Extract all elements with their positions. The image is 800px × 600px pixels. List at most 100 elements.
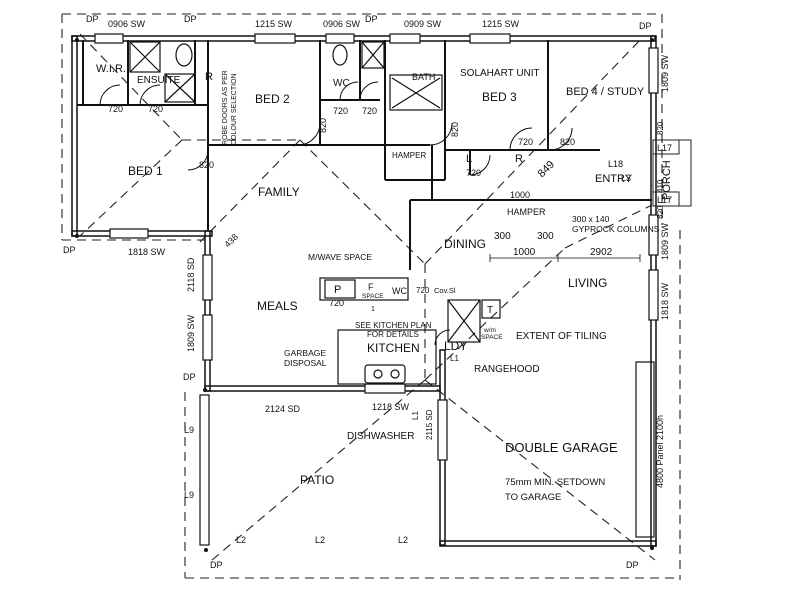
label-gyprock-1: 300 x 140 [572,214,610,224]
marker-l17-a: L17 [657,143,672,153]
door-820-d: 820 [560,137,575,147]
dim-2902: 2902 [590,247,613,258]
label-bath: BATH [412,72,435,82]
label-rangehood: RANGEHOOD [474,364,540,375]
wincode-patio-door: 2124 SD [265,404,301,414]
label-double-garage: DOUBLE GARAGE [505,440,618,455]
label-garbage-2: DISPOSAL [284,358,327,368]
door-849: 849 [536,159,557,180]
label-hamper-upper: HAMPER [392,151,426,160]
marker-l9-a: L9 [184,425,194,435]
label-wm-1: w/m [483,327,496,334]
room-labels: W.I.R. ENSUITE R BED 2 ROBE DOORS AS PER… [96,63,673,503]
label-wc-kitchen: WC [392,286,407,296]
label-dishwasher: DISHWASHER [347,431,414,442]
marker-l1-a: L1 [450,354,459,363]
label-pantry: P [334,284,341,296]
marker-dp-tr: DP [639,21,652,31]
label-family: FAMILY [258,185,300,199]
door-720-b: 720 [148,104,163,114]
marker-dp-top: DP [365,14,378,24]
label-wm-2: SPACE [481,334,503,341]
wincode-garage-door: 4800 Panel 2100h [655,415,665,488]
marker-dp-tl: DP [86,14,99,24]
label-entry: ENTRY [595,173,633,185]
label-ensuite: ENSUITE [137,75,181,86]
label-fridge-f: F [368,282,374,292]
door-820-a: 820 [199,160,214,170]
label-trough: T [487,305,493,316]
label-robe-l: L [466,153,472,165]
label-porch: PORCH [661,160,673,200]
marker-num-1: 1 [371,306,375,313]
label-dining: DINING [444,237,486,251]
wincode-top-4: 0909 SW [404,19,442,29]
fixtures [129,41,501,385]
label-robe-r2: R [515,153,523,165]
door-720-e: 720 [518,137,533,147]
wincode-bed1: 1818 SW [128,247,166,257]
label-gyprock-2: GYPROCK COLUMNS [572,224,660,234]
label-extent-tiling: EXTENT OF TILING [516,331,607,342]
roof-hip-lines [61,13,681,580]
dining-dimension-line [489,254,641,262]
door-820-f: 820 [656,205,665,219]
dim-300-a: 300 [494,231,511,242]
door-720-f: 720 [466,168,481,178]
label-setdown-2: TO GARAGE [505,492,561,503]
label-bed3: BED 3 [482,90,517,104]
label-garbage-1: GARBAGE [284,348,326,358]
door-820-c: 820 [450,122,460,137]
marker-labels: DP DP DP DP DP DP DP DP L9 L9 L2 L2 L2 L… [63,14,672,570]
dim-300-b: 300 [537,231,554,242]
wincode-kitchen: 1218 SW [372,402,410,412]
label-living: LIVING [568,276,607,290]
marker-l17-b: L17 [657,195,672,205]
marker-l18: L18 [608,159,623,169]
label-ldy: LDY [444,339,467,353]
label-patio: PATIO [300,473,334,487]
door-438: 438 [222,232,240,250]
wincode-right-3: 1818 SW [660,282,670,320]
label-meals: MEALS [257,299,298,313]
door-720-c: 720 [333,106,348,116]
window-code-labels: 0906 SW 1215 SW 0906 SW 0909 SW 1215 SW … [108,19,670,488]
door-410: 410 [656,179,665,193]
marker-l2-b: L2 [315,535,325,545]
wincode-top-3: 0906 SW [323,19,361,29]
dim-1000-b: 1000 [513,247,536,258]
dim-1000-a: 1000 [510,190,530,200]
marker-l1-b: L1 [411,411,420,420]
marker-l2-c: L2 [398,535,408,545]
wincode-dish-wall: 2115 SD [425,409,434,440]
marker-dp-tl2: DP [184,14,197,24]
label-robe-note-2: COLOUR SELECTION [231,73,238,145]
label-robe-note-1: ROBE DOORS AS PER [222,70,229,145]
door-720-g: 720 [329,298,344,308]
marker-l9-b: L9 [184,490,194,500]
door-720-h: 720 [416,286,430,295]
wincode-top-5: 1215 SW [482,19,520,29]
door-720-d: 720 [362,106,377,116]
wincode-top-2: 1215 SW [255,19,293,29]
wincode-right-2: 1809 SW [660,222,670,260]
porch-structure [652,139,692,207]
label-see-kitchen-1: SEE KITCHEN PLAN [355,321,432,330]
exterior-walls [71,35,657,547]
door-720-a: 720 [108,104,123,114]
label-wir: W.I.R. [96,63,126,75]
label-fridge-space: SPACE [362,293,384,300]
label-kitchen: KITCHEN [367,341,420,355]
wincode-right-1: 1809 SW [660,54,670,92]
marker-dp-bl-upper: DP [183,372,196,382]
marker-dp-br: DP [626,560,639,570]
door-820-e: 820 [656,121,665,135]
wincode-left-2: 1809 SW [186,314,196,352]
downpipe-markers [75,38,654,552]
label-cov-sl: Cov.Sl [434,286,456,295]
label-solahart: SOLAHART UNIT [460,68,540,79]
marker-dp-bl: DP [210,560,223,570]
wincode-top-1: 0906 SW [108,19,146,29]
label-hamper-mid: HAMPER [507,207,546,217]
